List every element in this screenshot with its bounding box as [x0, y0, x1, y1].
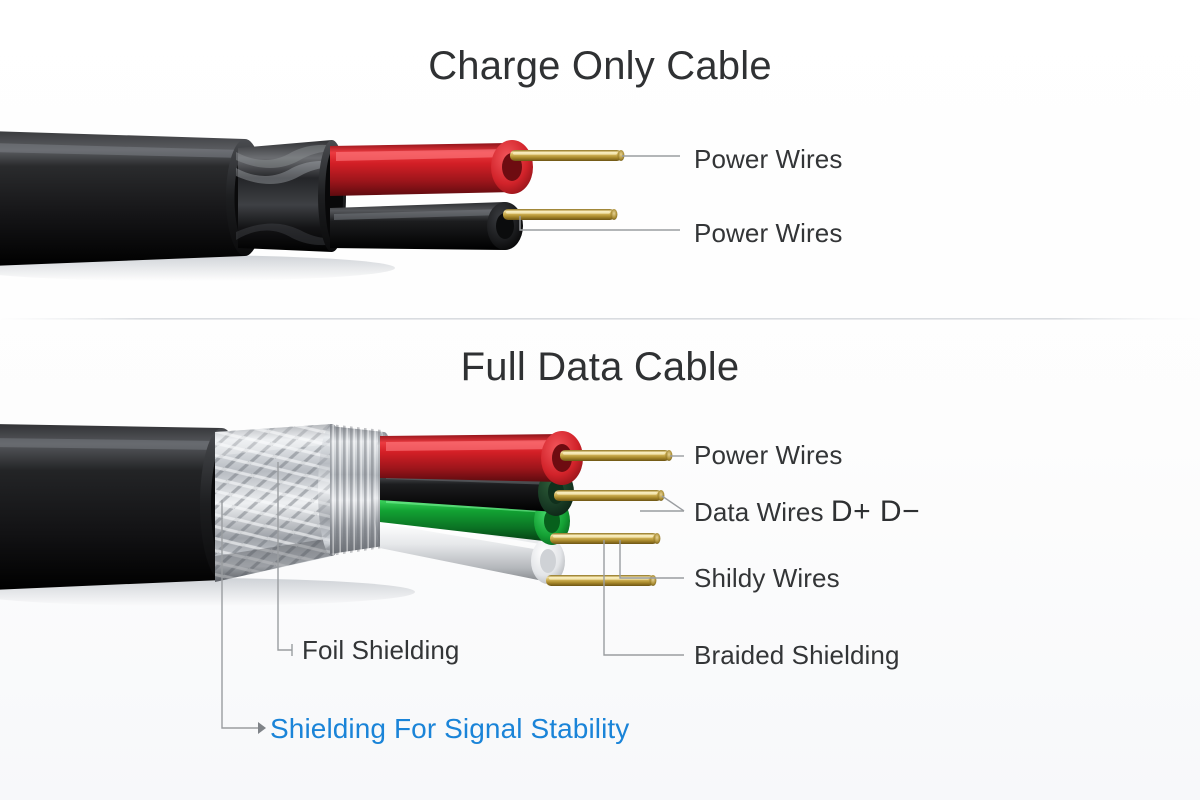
label-power-wires-1: Power Wires [694, 144, 843, 174]
label-power-wires-2: Power Wires [694, 218, 843, 248]
full-data-cable-illustration [0, 424, 673, 606]
label-shildy-wires: Shildy Wires [694, 563, 840, 593]
data-cable-leader-lines [221, 455, 685, 729]
label-power-wires: Power Wires [694, 440, 843, 470]
label-data-wires-text: Data Wires [694, 497, 824, 527]
label-data-wires-signals: D+ D− [830, 495, 921, 528]
label-foil-shielding: Foil Shielding [302, 635, 460, 665]
charge-only-cable-illustration [0, 131, 625, 281]
label-data-wires: Data Wires D+ D− [694, 495, 920, 529]
full-data-cable-title: Full Data Cable [460, 345, 740, 389]
callout-arrowhead [258, 722, 266, 734]
charge-only-cable-title: Charge Only Cable [428, 44, 772, 88]
label-shielding-for-signal-stability: Shielding For Signal Stability [270, 713, 630, 744]
section-divider [0, 318, 1200, 320]
label-braided-shielding: Braided Shielding [694, 640, 900, 670]
charge-cable-leader-lines [519, 155, 680, 231]
